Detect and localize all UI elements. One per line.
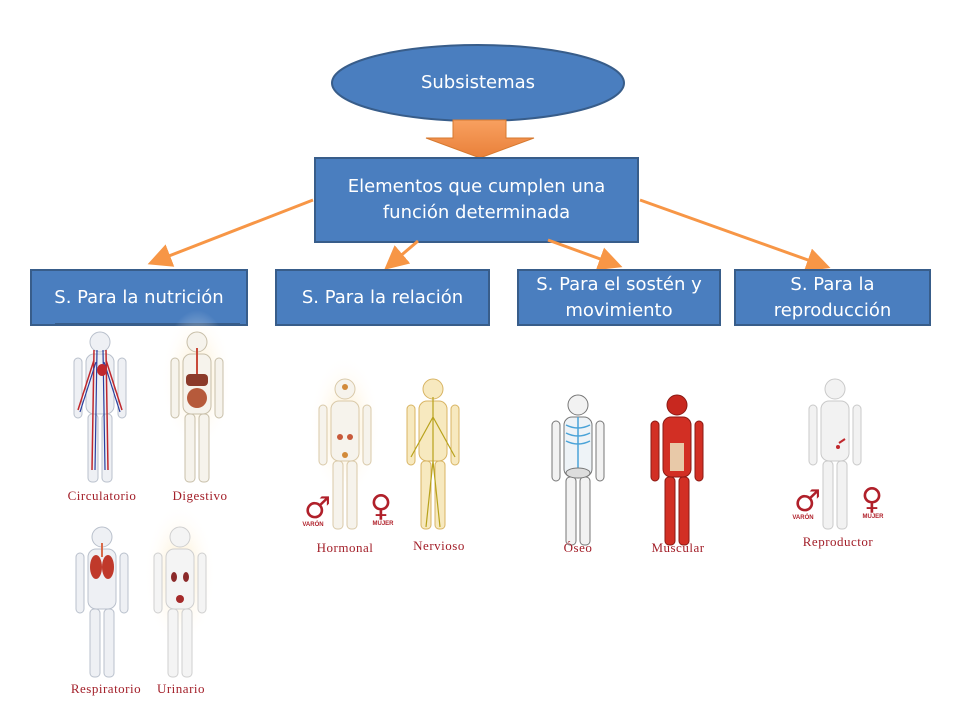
caption-reproductor: Reproductor	[802, 534, 874, 549]
category-label-nutricion: S. Para la nutrición	[54, 286, 224, 308]
female-symbol-icon: ♀	[370, 489, 392, 524]
category-label-relacion: S. Para la relación	[301, 286, 464, 308]
figure-reproductor	[808, 378, 862, 530]
category-label-reproduccion: S. Para la reproducción	[773, 273, 892, 321]
arrow-to-nutricion	[147, 198, 314, 267]
arrow-to-sosten	[547, 238, 623, 271]
caption-circulatorio: Circulatorio	[67, 488, 137, 503]
category-box-sosten	[517, 269, 721, 326]
down-arrow-icon	[425, 119, 535, 159]
caption-muscular: Muscular	[651, 540, 705, 555]
male-symbol-icon: ♂	[304, 491, 331, 526]
root-label: Subsistemas	[420, 72, 536, 93]
definition-label: Elementos que cumplen una función determ…	[347, 176, 606, 223]
caption-oseo: Óseo	[563, 540, 593, 555]
caption-digestivo: Digestivo	[172, 488, 228, 503]
figure-digestivo	[161, 310, 233, 483]
figure-oseo	[551, 394, 605, 546]
caption-hormonal: Hormonal	[316, 540, 374, 555]
figure-hormonal	[309, 355, 381, 530]
label-mujer: MUJER	[372, 521, 394, 527]
figure-nervioso	[406, 378, 460, 530]
label-mujer: MUJER	[862, 514, 884, 520]
category-box-reproduccion	[734, 269, 931, 326]
figure-circulatorio	[73, 331, 127, 483]
definition-box	[314, 157, 639, 243]
category-box-relacion	[275, 269, 490, 326]
caption-respiratorio: Respiratorio	[70, 681, 142, 696]
male-symbol-icon: ♂	[794, 484, 821, 519]
figure-muscular	[650, 394, 704, 546]
arrow-to-reproduccion	[639, 198, 831, 272]
arrow-to-relacion	[384, 239, 419, 270]
category-label-sosten: S. Para el sostén y movimiento	[536, 273, 702, 321]
label-varon: VARÓN	[792, 515, 814, 521]
label-varon: VARÓN	[302, 522, 324, 528]
figure-respiratorio	[75, 526, 129, 678]
caption-urinario: Urinario	[156, 681, 206, 696]
figure-urinario	[144, 503, 216, 678]
caption-nervioso: Nervioso	[413, 538, 465, 553]
female-symbol-icon: ♀	[861, 482, 883, 517]
